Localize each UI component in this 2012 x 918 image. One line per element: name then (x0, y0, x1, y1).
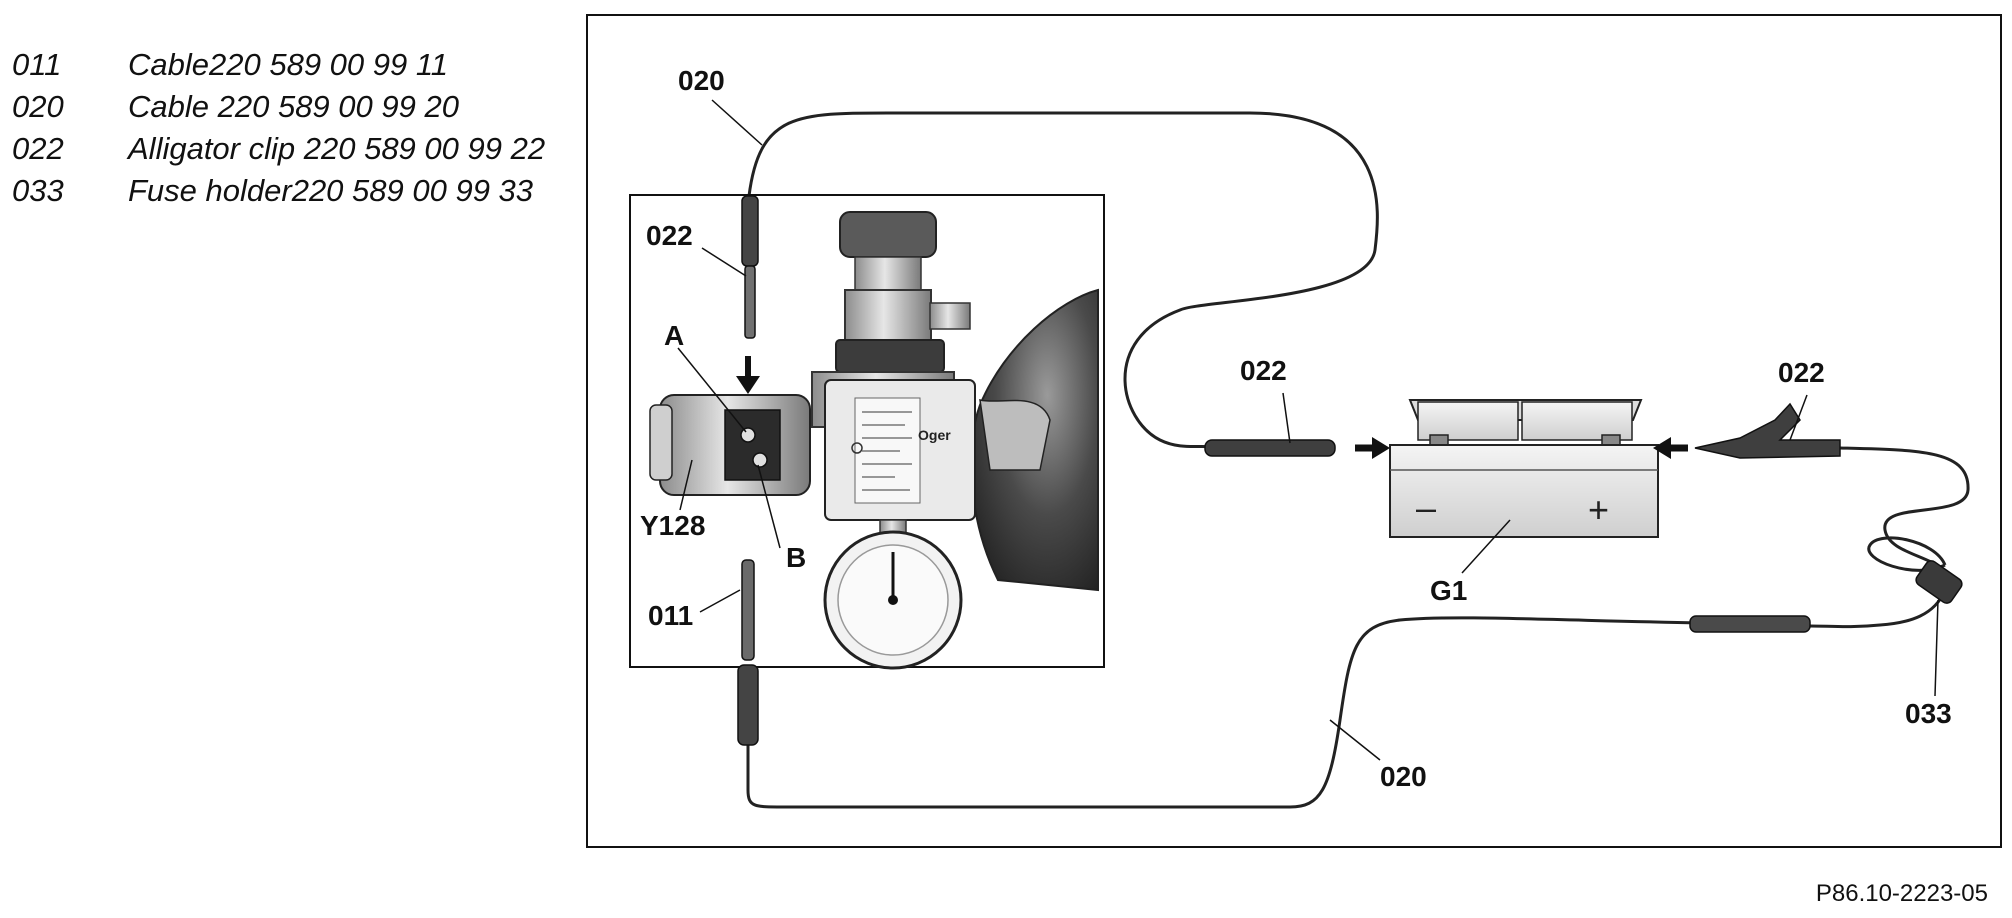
valve-knob (839, 211, 937, 258)
callout-b: B (786, 542, 806, 573)
leader-020-bottom (1329, 719, 1381, 761)
legend-code: 022 (12, 131, 64, 166)
clip-022-left (1204, 439, 1336, 457)
solenoid-connector (724, 409, 781, 481)
battery-g1 (1389, 444, 1659, 538)
cable-020-top (747, 111, 1379, 449)
legend-code: 020 (12, 89, 64, 124)
valve-fitting (929, 302, 971, 330)
callout-022-valve: 022 (646, 220, 693, 251)
valve-stem (854, 256, 922, 292)
leader-020-top (711, 99, 763, 146)
gauge-hub (888, 595, 898, 605)
probe-011 (741, 559, 755, 661)
callout-g1: G1 (1430, 575, 1467, 606)
leader-g1 (1461, 519, 1511, 574)
leader-022-valve (701, 247, 747, 277)
fuse-holder-033 (1915, 560, 1963, 604)
leader-b (757, 464, 781, 549)
battery-top-left (1417, 401, 1519, 441)
legend-code: 011 (12, 47, 62, 82)
battery-minus-sign: – (1416, 487, 1436, 528)
callout-020-bottom: 020 (1380, 761, 1427, 792)
cable-011-020-bottom (746, 616, 1701, 809)
leader-a (677, 347, 747, 433)
leader-022-right (1789, 394, 1808, 441)
legend: 011 Cable220 589 00 99 11 020 Cable 220 … (12, 44, 545, 212)
legend-description: Cable 220 589 00 99 20 (128, 89, 459, 124)
battery-top-right (1521, 401, 1633, 441)
probe-011-handle (737, 664, 759, 746)
legend-description: Cable220 589 00 99 11 (128, 47, 449, 82)
leader-011 (699, 589, 741, 613)
valve-nut (835, 339, 945, 373)
valve-label: Oger (918, 427, 951, 443)
clip-022-right (1694, 402, 1841, 459)
leader-022-left (1282, 392, 1291, 444)
diagram-frame (586, 14, 2002, 848)
terminal-b (752, 452, 768, 468)
figure-reference: P86.10-2223-05 (1815, 880, 1988, 907)
callout-022-left: 022 (1240, 355, 1287, 386)
callout-011: 011 (648, 600, 693, 631)
arrow-left-head (1653, 437, 1671, 459)
callout-a: A (664, 320, 684, 351)
leader-y128 (679, 459, 693, 511)
legend-item: 011 Cable220 589 00 99 11 (12, 44, 545, 86)
probe-020-end (1689, 615, 1811, 633)
tank-neck (979, 399, 1051, 471)
clip-022-valve (741, 195, 759, 267)
terminal-a (740, 427, 756, 443)
solenoid-end (649, 404, 673, 481)
legend-item: 022 Alligator clip 220 589 00 99 22 (12, 128, 545, 170)
cable-fuse-loop-inner (1867, 536, 1947, 572)
regulator-screw (851, 442, 863, 454)
leader-033 (1934, 599, 1939, 697)
battery-plus-sign: + (1588, 489, 1609, 530)
legend-description: Alligator clip 220 589 00 99 22 (128, 131, 546, 166)
callout-020-top: 020 (678, 65, 725, 96)
callout-022-right: 022 (1778, 357, 1825, 388)
legend-item: 020 Cable 220 589 00 99 20 (12, 86, 545, 128)
legend-code: 033 (12, 173, 64, 208)
legend-description: Fuse holder220 589 00 99 33 (128, 173, 534, 208)
callout-033: 033 (1905, 698, 1952, 729)
sticker-lines (862, 411, 912, 491)
arrow-right-head (1372, 437, 1390, 459)
legend-item: 033 Fuse holder220 589 00 99 33 (12, 170, 545, 212)
callout-y128: Y128 (640, 510, 705, 541)
cable-fuse-loop (1809, 446, 1970, 629)
arrow-down-head (736, 376, 760, 394)
clip-022-valve-tip (744, 265, 756, 339)
